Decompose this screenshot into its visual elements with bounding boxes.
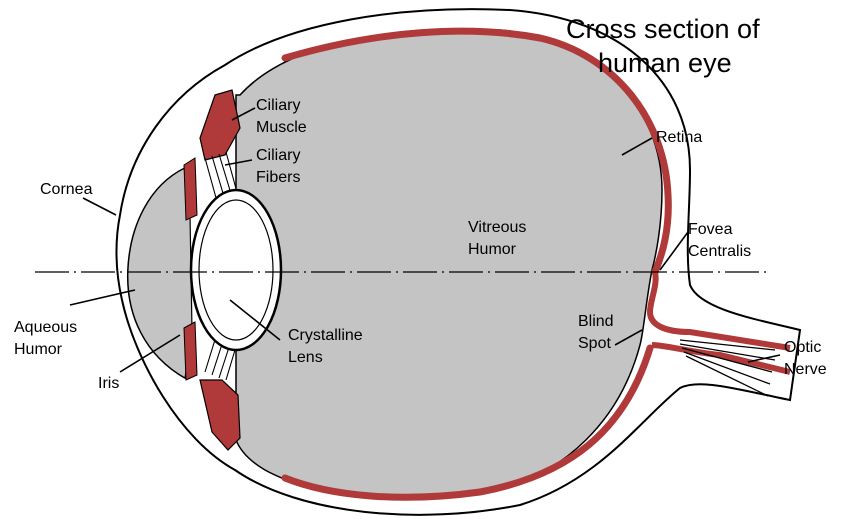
label-cornea: Cornea (40, 181, 93, 198)
iris-lower (184, 322, 197, 380)
diagram-title-line2: human eye (598, 48, 732, 78)
label-aqueous-humor: Aqueous Humor (14, 319, 82, 358)
label-fovea-centralis: Fovea Centralis (688, 221, 751, 260)
crystalline-lens-inner (199, 200, 273, 340)
leader-cornea (83, 198, 116, 215)
label-retina: Retina (656, 129, 702, 146)
iris-upper (184, 158, 197, 220)
label-iris: Iris (98, 375, 119, 392)
diagram-title-line1: Cross section of (566, 14, 760, 44)
